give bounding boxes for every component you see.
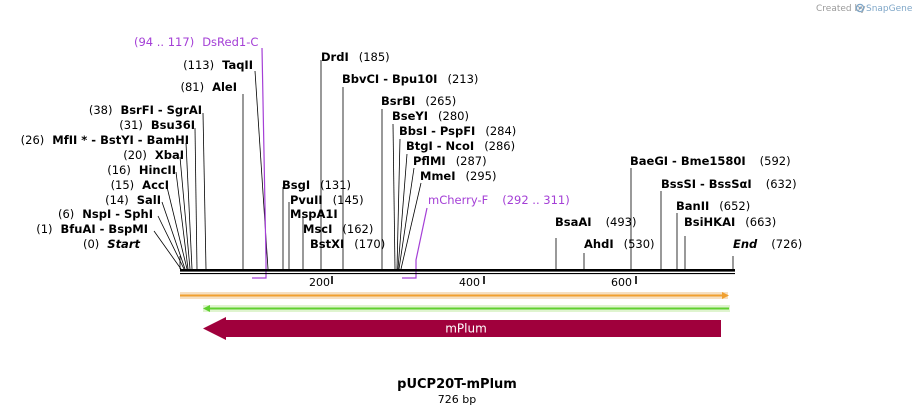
site-leader-lines: [153, 60, 734, 270]
site-btgi[interactable]: BtgI - NcoI(286): [406, 139, 515, 153]
site-bsaai[interactable]: BsaAI(493): [555, 215, 637, 229]
site-taqii[interactable]: (113)TaqII: [183, 58, 253, 72]
site-bseyi[interactable]: BseYI(280): [392, 109, 469, 123]
site-hincii[interactable]: (16)HincII: [107, 163, 176, 177]
site-start[interactable]: (0)Start: [83, 237, 141, 251]
credit-brand: SnapGene: [866, 4, 913, 14]
feature-mplum-arrow[interactable]: mPlum: [203, 317, 721, 340]
site-pflmi[interactable]: PflMI(287): [413, 154, 487, 168]
site-banii[interactable]: BanII(652): [676, 199, 750, 213]
site-mmei[interactable]: MmeI(295): [420, 169, 496, 183]
primer-mcherry-f-label[interactable]: mCherry-F(292 .. 311): [428, 193, 570, 207]
credit-prefix: Created by: [816, 4, 866, 14]
tick-label-200: 200: [309, 276, 330, 289]
site-drdi[interactable]: DrdI(185): [321, 50, 390, 64]
feature-mplum-label: mPlum: [445, 322, 487, 336]
tick-label-400: 400: [459, 276, 480, 289]
site-mspa1i[interactable]: MspA1I: [290, 207, 338, 221]
site-xbai[interactable]: (20)XbaI: [123, 148, 184, 162]
site-bbvci[interactable]: BbvCI - Bpu10I(213): [342, 72, 478, 86]
site-bsrbi[interactable]: BsrBI(265): [381, 94, 456, 108]
ruler-ticks: [331, 276, 637, 284]
green-feature-bar: [203, 305, 730, 312]
site-sali[interactable]: (14)SalI: [105, 193, 161, 207]
site-bsssi[interactable]: BssSI - BssSαI(632): [661, 177, 797, 191]
site-alei[interactable]: (81)AleI: [180, 80, 237, 94]
orange-feature-bar: [180, 292, 729, 299]
site-end[interactable]: End(726): [733, 237, 802, 251]
site-baegi[interactable]: BaeGI - Bme1580I(592): [630, 154, 791, 168]
site-bstxi[interactable]: BstXI(170): [310, 237, 385, 251]
tick-label-600: 600: [611, 276, 632, 289]
site-bfuai[interactable]: (1)BfuAI - BspMI: [36, 222, 148, 236]
site-acci[interactable]: (15)AccI: [111, 178, 169, 192]
plasmid-length: 726 bp: [438, 393, 476, 406]
primer-dsred1-c-label[interactable]: (94 .. 117)DsRed1-C: [134, 35, 258, 49]
site-labels: (0)Start (1)BfuAI - BspMI (6)NspI - SphI…: [21, 50, 803, 251]
dna-backbone: [180, 269, 735, 275]
site-bsgi[interactable]: BsgI(131): [282, 178, 351, 192]
site-bsrfi[interactable]: (38)BsrFI - SgrAI: [89, 103, 202, 117]
snapgene-logo-icon: [855, 3, 865, 13]
site-bbsi[interactable]: BbsI - PspFI(284): [399, 124, 516, 138]
site-bsu36i[interactable]: (31)Bsu36I: [119, 118, 195, 132]
plasmid-title: pUCP20T-mPlum: [397, 377, 517, 392]
site-bsihkai[interactable]: BsiHKAI(663): [684, 215, 776, 229]
site-bamhi[interactable]: (26)MfII * - BstYI - BamHI: [21, 133, 189, 147]
site-ahdi[interactable]: AhdI(530): [584, 237, 655, 251]
site-nspi[interactable]: (6)NspI - SphI: [58, 207, 153, 221]
site-pvuii[interactable]: PvuII(145): [290, 193, 364, 207]
site-msci[interactable]: MscI(162): [303, 222, 373, 236]
